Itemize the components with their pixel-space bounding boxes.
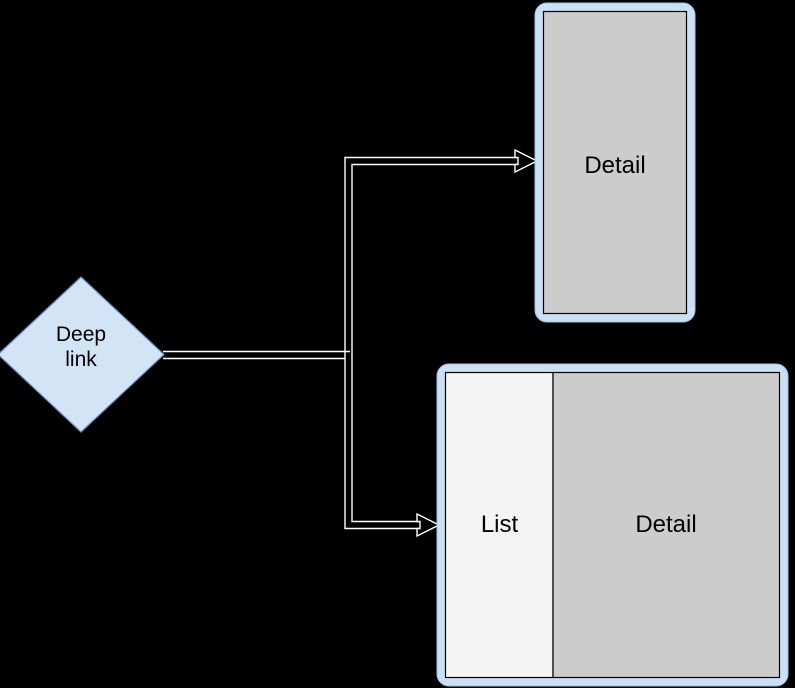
connector-group [163, 148, 539, 538]
detail-pane[interactable] [552, 371, 781, 679]
arrowhead-icon [514, 148, 539, 174]
node-detail-screen[interactable] [534, 2, 696, 323]
edge-deeplink-to-detail[interactable] [344, 148, 539, 359]
diamond-shape [0, 276, 165, 433]
node-deep-link[interactable] [0, 276, 165, 433]
edge-deeplink-trunk [163, 350, 350, 360]
detail-screen-panel [542, 10, 688, 315]
arrowhead-icon [416, 512, 441, 538]
list-pane[interactable] [444, 371, 554, 679]
node-list-detail-screen[interactable] [436, 363, 789, 687]
edge-deeplink-to-list-detail[interactable] [344, 351, 441, 538]
